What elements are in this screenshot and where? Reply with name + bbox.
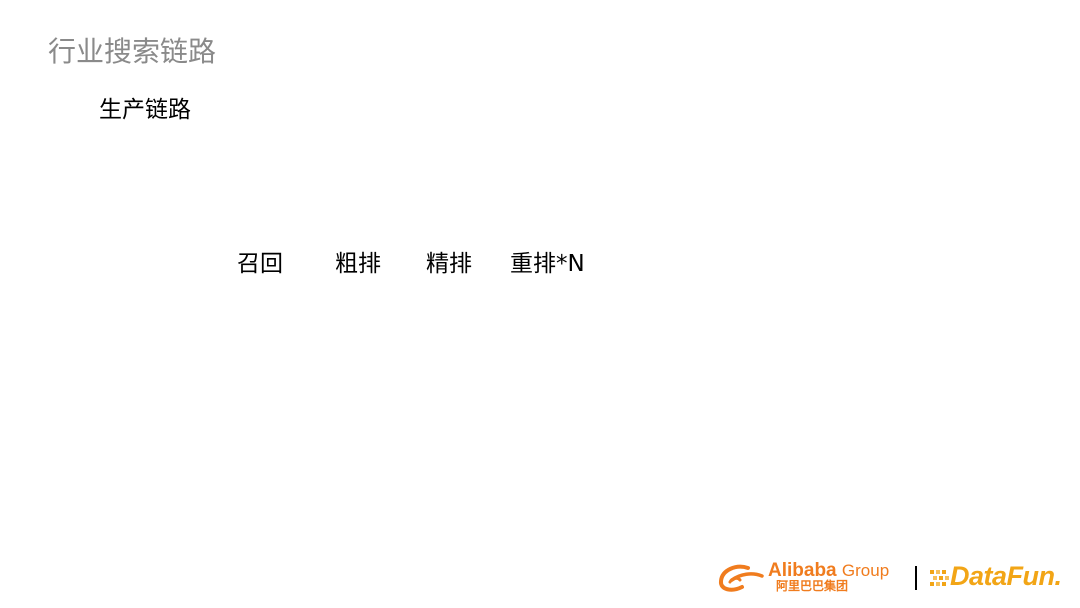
pipeline-stage-coarse-ranking: 粗排 (335, 251, 381, 277)
alibaba-wordmark: Alibaba Group (768, 560, 889, 582)
datafun-wordmark: DataFun. (950, 561, 1062, 591)
logo-divider (915, 566, 917, 590)
pipeline-stage-recall: 召回 (237, 251, 283, 277)
pipeline-stage-rerank: 重排*N (510, 251, 585, 277)
section-subtitle: 生产链路 (99, 97, 191, 123)
alibaba-logo-icon (719, 564, 764, 592)
alibaba-chinese-name: 阿里巴巴集团 (776, 579, 849, 593)
pipeline-stage-fine-ranking: 精排 (426, 251, 472, 277)
footer-logos: Alibaba Group 阿里巴巴集团 DataFun. (718, 558, 1062, 598)
alibaba-group-label: Group (841, 561, 890, 580)
slide-title: 行业搜索链路 (48, 35, 217, 68)
alibaba-brand: Alibaba (768, 560, 837, 581)
datafun-dots-icon (930, 570, 949, 586)
